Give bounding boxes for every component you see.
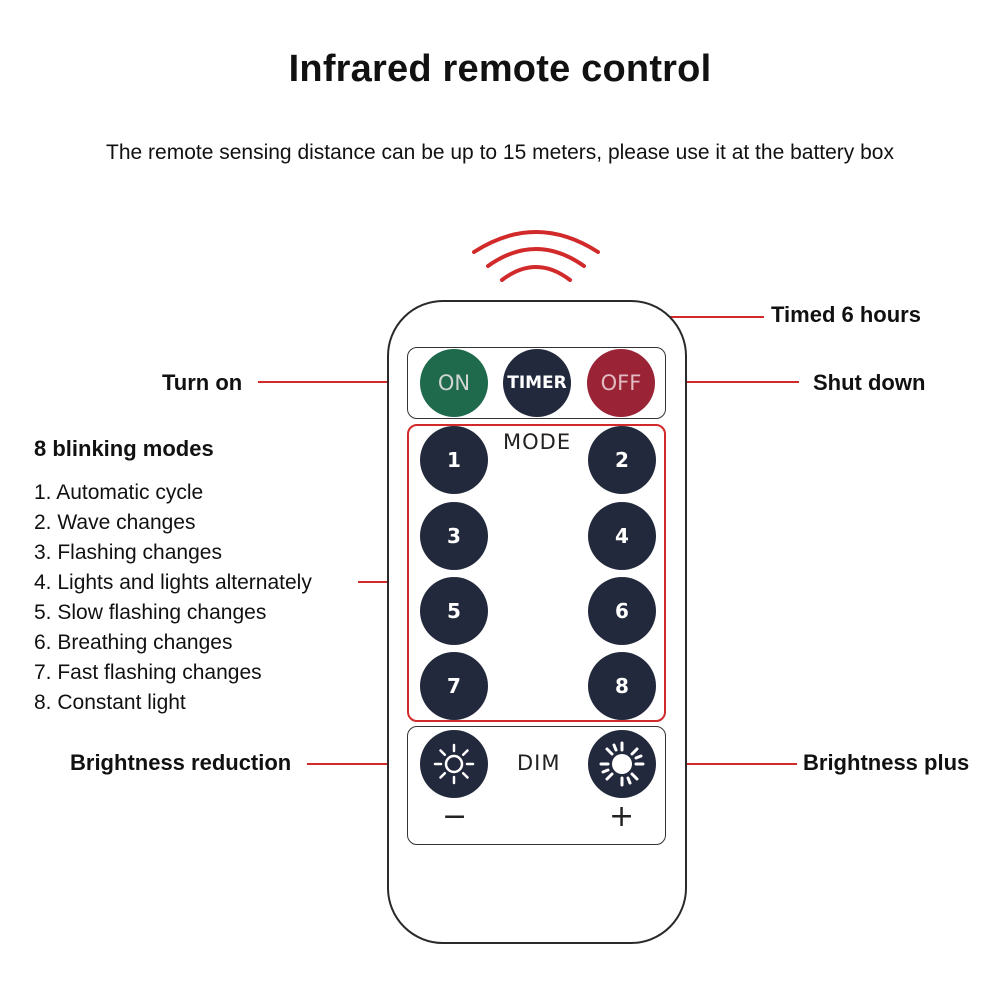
modes-callout-line	[358, 581, 408, 583]
mode-5-button[interactable]: 5	[420, 577, 488, 645]
mode-7-button[interactable]: 7	[420, 652, 488, 720]
mode-4-button[interactable]: 4	[588, 502, 656, 570]
mode-3-button[interactable]: 3	[420, 502, 488, 570]
dim-button-group	[407, 726, 666, 845]
mode-button-group	[407, 424, 666, 722]
sun-outline-icon	[433, 743, 475, 785]
mode-item: 4. Lights and lights alternately	[34, 571, 312, 594]
brightness-plus-label: Brightness plus	[803, 750, 970, 775]
page-subtitle: The remote sensing distance can be up to…	[106, 141, 894, 164]
mode-item: 3. Flashing changes	[34, 541, 222, 564]
mode-label: MODE	[503, 430, 572, 454]
mode-item: 2. Wave changes	[34, 511, 196, 534]
signal-waves-icon	[472, 230, 600, 282]
modes-heading: 8 blinking modes	[34, 436, 214, 461]
timer-button[interactable]: TIMER	[503, 349, 571, 417]
mode-item: 8. Constant light	[34, 691, 186, 714]
brightness-plus-callout-line	[687, 763, 797, 765]
off-button[interactable]: OFF	[587, 349, 655, 417]
mode-item: 1. Automatic cycle	[34, 481, 204, 504]
shut-down-label: Shut down	[813, 370, 926, 395]
page-title: Infrared remote control	[288, 48, 712, 90]
mode-item: 5. Slow flashing changes	[34, 601, 267, 624]
mode-item: 7. Fast flashing changes	[34, 661, 262, 684]
mode-1-button[interactable]: 1	[420, 426, 488, 494]
minus-sign: −	[442, 799, 468, 834]
turn-on-callout-line	[258, 381, 387, 383]
plus-sign: +	[609, 799, 635, 834]
mode-2-button[interactable]: 2	[588, 426, 656, 494]
power-button-group	[407, 347, 666, 419]
mode-6-button[interactable]: 6	[588, 577, 656, 645]
dim-label: DIM	[517, 751, 561, 775]
shut-down-callout-line	[687, 381, 799, 383]
mode-8-button[interactable]: 8	[588, 652, 656, 720]
on-button[interactable]: ON	[420, 349, 488, 417]
brightness-reduction-label: Brightness reduction	[70, 750, 292, 775]
brightness-down-button[interactable]	[420, 730, 488, 798]
turn-on-label: Turn on	[162, 370, 243, 395]
brightness-up-button[interactable]	[588, 730, 656, 798]
brightness-reduction-callout-line	[307, 763, 387, 765]
timed-label: Timed 6 hours	[771, 302, 921, 327]
sun-bright-icon	[599, 741, 645, 787]
mode-item: 6. Breathing changes	[34, 631, 233, 654]
modes-list: 1. Automatic cycle 2. Wave changes 3. Fl…	[34, 478, 312, 718]
